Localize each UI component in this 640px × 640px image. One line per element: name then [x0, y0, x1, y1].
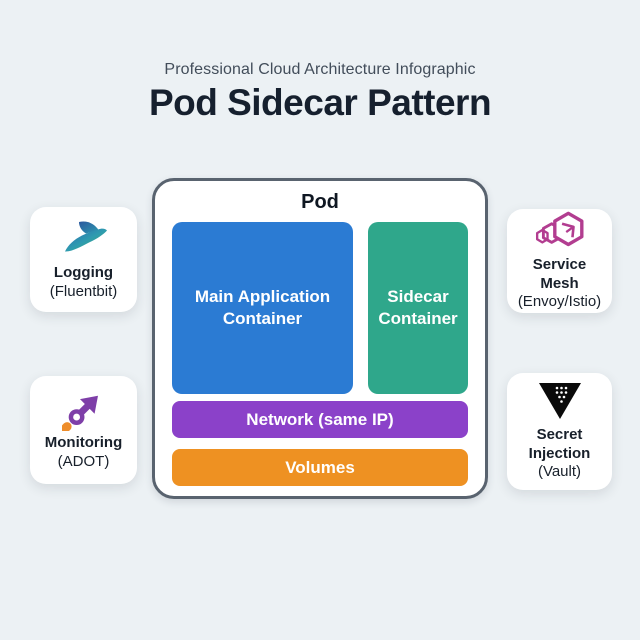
main-application-container-box: Main Application Container	[172, 222, 353, 394]
volumes-layer-label: Volumes	[285, 457, 355, 477]
service-mesh-card-subtitle: (Envoy/Istio)	[517, 293, 602, 311]
pod-box: Pod Main Application Container Sidecar C…	[152, 178, 488, 499]
envoy-hexagons-icon	[533, 210, 587, 252]
service-mesh-card-title: Service Mesh	[532, 255, 587, 292]
volumes-layer-bar: Volumes	[172, 449, 468, 486]
service-mesh-card: Service Mesh (Envoy/Istio)	[507, 209, 612, 313]
network-layer-label: Network (same IP)	[246, 409, 394, 429]
secret-injection-card: Secret Injection (Vault)	[507, 373, 612, 490]
sidecar-container-label: Sidecar Container	[378, 286, 458, 328]
vault-triangle-icon	[537, 381, 583, 422]
fluentbit-bird-icon	[59, 218, 109, 260]
monitoring-card-title: Monitoring	[44, 434, 123, 452]
logging-card-title: Logging	[53, 263, 114, 281]
page-title: Pod Sidecar Pattern	[148, 82, 492, 123]
network-layer-bar: Network (same IP)	[172, 401, 468, 438]
logging-card-subtitle: (Fluentbit)	[49, 282, 118, 300]
header-subtitle: Professional Cloud Architecture Infograp…	[164, 61, 476, 78]
monitoring-card-subtitle: (ADOT)	[57, 453, 110, 470]
secret-injection-card-title: Secret Injection	[528, 425, 591, 462]
monitoring-card: Monitoring (ADOT)	[30, 376, 137, 484]
pod-label: Pod	[301, 191, 339, 213]
secret-injection-card-subtitle: (Vault)	[537, 463, 582, 481]
main-application-container-label: Main Application Container	[194, 286, 331, 328]
adot-arrow-icon	[61, 388, 106, 432]
sidecar-container-box: Sidecar Container	[368, 222, 468, 394]
logging-card: Logging (Fluentbit)	[30, 207, 137, 312]
